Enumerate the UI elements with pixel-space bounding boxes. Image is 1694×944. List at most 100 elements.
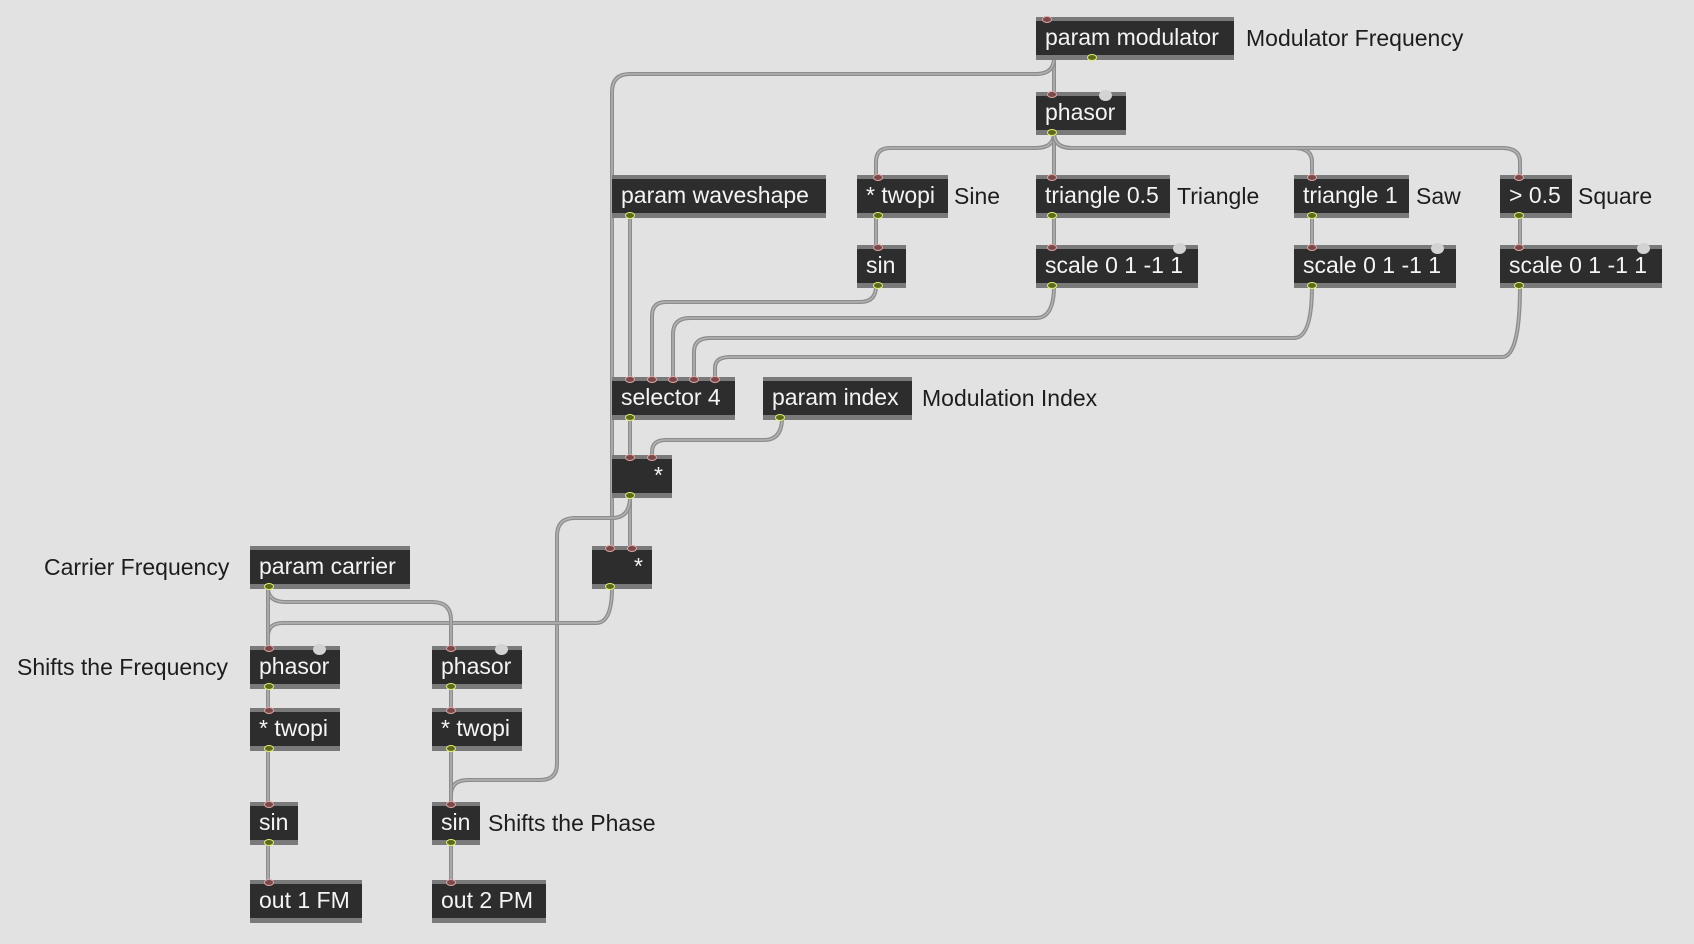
inlet[interactable] (627, 545, 637, 552)
object-label: * twopi (441, 715, 511, 741)
outlet[interactable] (1307, 212, 1317, 219)
twopi-pm-object[interactable]: * twopi (432, 707, 522, 752)
param-carrier-object[interactable]: param carrier (250, 546, 410, 590)
outlet[interactable] (264, 839, 274, 846)
inlet[interactable] (668, 376, 678, 383)
outlet[interactable] (446, 745, 456, 752)
outlet[interactable] (1087, 54, 1097, 61)
outlet[interactable] (873, 282, 883, 289)
outlet[interactable] (625, 492, 635, 499)
sin-pm-object[interactable]: sin (432, 801, 480, 846)
phase-inlet-knob[interactable] (313, 644, 326, 655)
outlet[interactable] (873, 212, 883, 219)
range-inlet-knob[interactable] (1173, 243, 1186, 254)
patch-cord[interactable] (1052, 131, 1314, 179)
triangle-one-object[interactable]: triangle 1 (1294, 174, 1409, 219)
outlet[interactable] (1514, 282, 1524, 289)
outlet[interactable] (264, 745, 274, 752)
phase-inlet-knob[interactable] (495, 644, 508, 655)
inlet[interactable] (1307, 244, 1317, 251)
out2-pm-object[interactable]: out 2 PM (432, 879, 546, 923)
sin-modulator-object[interactable]: sin (857, 244, 906, 289)
inlet[interactable] (264, 879, 274, 886)
inlet[interactable] (446, 879, 456, 886)
inlet[interactable] (446, 801, 456, 808)
patch-cord-highlight (672, 285, 1055, 380)
inlet[interactable] (1514, 244, 1524, 251)
patch-cord-highlight (1053, 132, 1313, 178)
inlet[interactable] (264, 801, 274, 808)
phasor-modulator-object[interactable]: phasor (1036, 90, 1126, 136)
selector-object[interactable]: selector 4 (612, 376, 735, 421)
inlet[interactable] (1047, 244, 1057, 251)
gt-half-object[interactable]: > 0.5 (1500, 174, 1572, 219)
inlet[interactable] (873, 244, 883, 251)
inlet[interactable] (647, 454, 657, 461)
inlet[interactable] (710, 376, 720, 383)
range-inlet-knob[interactable] (1637, 243, 1650, 254)
inlet[interactable] (647, 376, 657, 383)
patch-cord[interactable] (650, 284, 878, 381)
outlet[interactable] (1514, 212, 1524, 219)
patch-cord[interactable] (692, 284, 1314, 381)
object-label: triangle 1 (1303, 182, 1398, 208)
param-modulator-object[interactable]: param modulator (1036, 16, 1234, 61)
inlet[interactable] (446, 645, 456, 652)
multiply-frequency-object[interactable]: * (592, 545, 652, 590)
inlet[interactable] (625, 454, 635, 461)
inlet[interactable] (1047, 91, 1057, 98)
object-label: phasor (441, 653, 512, 679)
range-inlet-knob[interactable] (1431, 243, 1444, 254)
multiply-index-object[interactable]: * (612, 454, 672, 499)
inlet[interactable] (1307, 174, 1317, 181)
object-label: * (654, 462, 663, 488)
outlet[interactable] (1047, 129, 1057, 136)
twopi-modulator-object[interactable]: * twopi (857, 174, 948, 219)
outlet[interactable] (625, 414, 635, 421)
param-waveshape-object[interactable]: param waveshape (612, 175, 826, 219)
inlet[interactable] (625, 376, 635, 383)
outlet[interactable] (264, 683, 274, 690)
patch-cord-highlight (875, 132, 1055, 178)
outlet[interactable] (446, 683, 456, 690)
patch-cord-highlight (693, 285, 1313, 380)
outlet[interactable] (1307, 282, 1317, 289)
patch-cord[interactable] (713, 284, 1522, 381)
twopi-fm-object[interactable]: * twopi (250, 707, 340, 752)
inlet[interactable] (689, 376, 699, 383)
phasor-fm-object[interactable]: phasor (250, 644, 340, 690)
sin-fm-object[interactable]: sin (250, 801, 298, 846)
scale-square-object[interactable]: scale 0 1 -1 1 (1500, 243, 1662, 289)
scale-saw-object[interactable]: scale 0 1 -1 1 (1294, 243, 1456, 289)
object-label: scale 0 1 -1 1 (1303, 252, 1442, 278)
inlet[interactable] (446, 707, 456, 714)
inlet[interactable] (264, 707, 274, 714)
scale-triangle-object[interactable]: scale 0 1 -1 1 (1036, 243, 1198, 289)
inlet[interactable] (264, 645, 274, 652)
outlet[interactable] (446, 839, 456, 846)
inlet[interactable] (873, 174, 883, 181)
phase-inlet-knob[interactable] (1099, 90, 1112, 101)
out1-fm-object[interactable]: out 1 FM (250, 879, 362, 923)
param-index-object[interactable]: param index (763, 377, 912, 421)
inlet[interactable] (1047, 174, 1057, 181)
inlet[interactable] (1042, 16, 1052, 23)
patch-cord[interactable] (266, 586, 614, 650)
inlet[interactable] (605, 545, 615, 552)
outlet[interactable] (1047, 212, 1057, 219)
outlet[interactable] (775, 414, 785, 421)
patch-cord[interactable] (874, 131, 1056, 179)
patch-cord[interactable] (650, 416, 784, 459)
outlet[interactable] (1047, 282, 1057, 289)
outlet[interactable] (605, 583, 615, 590)
phasor-pm-object[interactable]: phasor (432, 644, 522, 690)
patch-cord-highlight (1053, 132, 1521, 178)
patch-cord-highlight (611, 57, 1055, 547)
outlet[interactable] (625, 212, 635, 219)
patch-cord[interactable] (266, 586, 453, 650)
patch-cord[interactable] (1052, 131, 1522, 179)
triangle-half-object[interactable]: triangle 0.5 (1036, 174, 1170, 219)
inlet[interactable] (1514, 174, 1524, 181)
outlet[interactable] (264, 583, 274, 590)
